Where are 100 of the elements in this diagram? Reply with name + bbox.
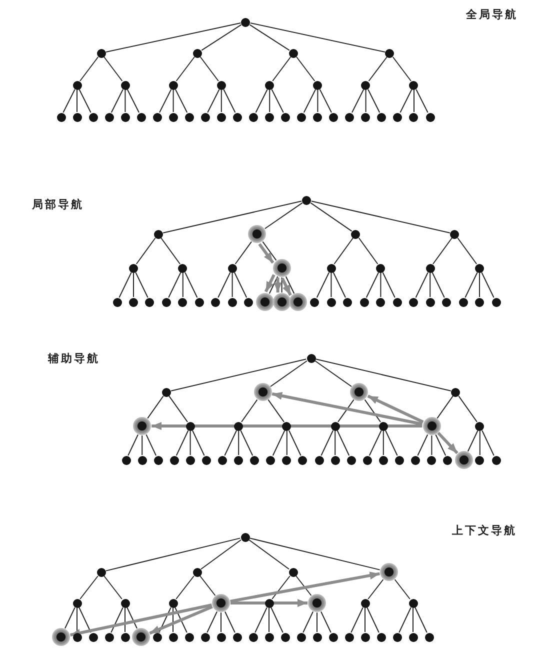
tree-line (200, 539, 242, 570)
tree-line (110, 607, 124, 633)
tree-node (162, 298, 171, 306)
tree-line (464, 272, 478, 298)
tree-node (72, 112, 82, 122)
tree-node (234, 456, 244, 464)
tree-line (482, 430, 494, 456)
tree-line (394, 579, 410, 600)
tree-node (112, 298, 122, 306)
tree-line (168, 272, 182, 298)
tree-node (426, 112, 434, 122)
tree-line (336, 430, 350, 456)
tree-line (249, 24, 290, 51)
tree-line (368, 89, 380, 113)
tree-line (338, 399, 354, 422)
tree-node (409, 298, 418, 306)
tree-line (380, 272, 382, 298)
tree-node (232, 632, 242, 642)
tree-node (345, 112, 354, 122)
tree-node (393, 112, 402, 122)
tree-line (334, 238, 354, 264)
tree-node (427, 456, 436, 464)
tree-node (200, 112, 210, 122)
tree-node (424, 632, 434, 642)
tree-line (416, 89, 428, 113)
tree-node (250, 456, 260, 464)
tree-node (168, 112, 178, 122)
tree-line (241, 399, 258, 422)
tree-node (312, 632, 322, 642)
tree-node (458, 298, 468, 306)
tree-node (120, 80, 130, 90)
tree-node (122, 456, 130, 464)
tree-node (443, 456, 452, 464)
tree-node (360, 632, 370, 642)
tree-line (147, 396, 164, 419)
tree-node (346, 456, 356, 464)
tree-line (124, 90, 126, 112)
highlighted-node (256, 293, 274, 311)
tree-node (408, 632, 418, 642)
tree-line (159, 89, 172, 113)
tree-line (170, 358, 307, 392)
tree-node (211, 298, 220, 306)
tree-node (184, 112, 194, 122)
tree-line (190, 430, 191, 456)
tree-node (288, 568, 298, 576)
tree-node (313, 112, 322, 122)
tree-node (298, 456, 308, 464)
arrow (280, 278, 292, 296)
arrow (230, 572, 380, 603)
tree-line (432, 272, 445, 298)
tree-line (315, 358, 452, 392)
tree-node (216, 112, 226, 122)
tree-line (118, 272, 132, 298)
tree-line (200, 576, 216, 596)
tree-node (192, 568, 202, 576)
tree-node (411, 456, 420, 464)
highlighted-node (212, 594, 230, 612)
tree-line (234, 272, 248, 298)
tree-node (326, 264, 336, 272)
tree-node (152, 632, 162, 642)
tree-line (296, 576, 312, 596)
tree-node (377, 112, 386, 122)
arrow (149, 605, 213, 635)
highlighted-node (454, 451, 473, 469)
tree-line (255, 89, 268, 113)
tree-line (80, 56, 99, 82)
highlighted-node (272, 293, 291, 311)
tree-node (328, 632, 338, 642)
tree-line (248, 539, 290, 570)
tree-node (296, 632, 306, 642)
arrow (437, 432, 458, 454)
tree-line (249, 538, 380, 570)
tree-node (178, 298, 188, 306)
tree-node (228, 298, 237, 306)
tree-line (382, 272, 396, 298)
tree-node (120, 598, 130, 608)
tree-node (178, 264, 188, 272)
tree-node (202, 456, 211, 464)
tree-line (316, 272, 330, 298)
tree-node (72, 80, 82, 90)
tree-node (360, 598, 370, 608)
tree-line (158, 607, 172, 633)
tree-node (329, 112, 338, 122)
tree-line (268, 276, 278, 294)
highlighted-node (422, 417, 441, 435)
tree-line (332, 272, 346, 298)
highlighted-node (254, 383, 272, 401)
tree-node (264, 632, 274, 642)
tree-line (314, 360, 352, 387)
tree-line (270, 360, 308, 387)
tree-line (272, 430, 286, 456)
tree-line (317, 90, 318, 112)
tree-line (368, 56, 388, 82)
tree-line (160, 238, 180, 264)
tree-node (154, 456, 163, 464)
tree-line (250, 22, 386, 52)
tree-line (412, 608, 414, 632)
tree-line (172, 608, 174, 632)
tree-node (326, 298, 336, 306)
tree-node (343, 298, 352, 306)
